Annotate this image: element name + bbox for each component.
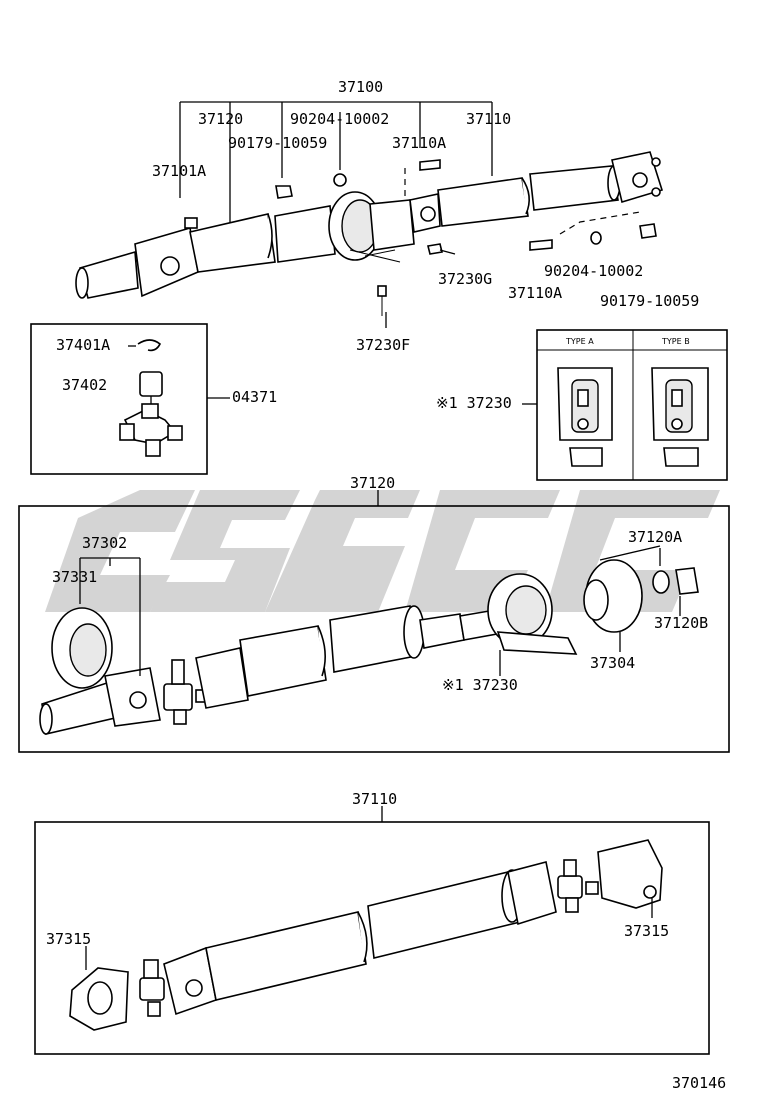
center-bearing-types-box bbox=[536, 329, 728, 481]
rear-propeller-shaft bbox=[409, 151, 664, 233]
rear-shaft-detail-box bbox=[34, 821, 710, 1055]
label-snap-ring: 37401A bbox=[56, 336, 110, 354]
label-flange-yoke-left: 37315 bbox=[46, 930, 91, 948]
front-propeller-shaft bbox=[75, 191, 415, 299]
front-shaft-exploded bbox=[39, 545, 699, 735]
label-assembly: 37100 bbox=[338, 78, 383, 96]
label-flange-washer: 37120A bbox=[628, 528, 682, 546]
label-flange-nut: 37120B bbox=[654, 614, 708, 632]
top-assembly bbox=[75, 101, 664, 328]
label-grease-fitting: 37101A bbox=[152, 162, 206, 180]
type-b-bracket bbox=[651, 367, 709, 467]
label-seal: 37331 bbox=[52, 568, 97, 586]
label-bracket-bolt: 37230F bbox=[356, 336, 410, 354]
label-type-a: TYPE A bbox=[565, 337, 594, 346]
figure-number: 370146 bbox=[672, 1074, 726, 1092]
label-type-b: TYPE B bbox=[661, 337, 690, 346]
label-nut-upper: 90179-10059 bbox=[228, 134, 327, 152]
label-center-bearing-detail: ※1 37230 bbox=[442, 676, 518, 694]
label-bolt-lower: 90204-10002 bbox=[544, 262, 643, 280]
label-nut-lower: 90179-10059 bbox=[600, 292, 699, 310]
label-bolt-upper: 90204-10002 bbox=[290, 110, 389, 128]
label-rear-shaft: 37110 bbox=[466, 110, 511, 128]
label-washer: 37230G bbox=[438, 270, 492, 288]
label-flange-yoke-right: 37315 bbox=[624, 922, 669, 940]
spider-kit-box bbox=[30, 323, 208, 475]
label-front-section-title: 37120 bbox=[350, 474, 395, 492]
label-bearing-cup: 37402 bbox=[62, 376, 107, 394]
type-a-bracket bbox=[557, 367, 613, 467]
label-bolt-rear-lower: 37110A bbox=[508, 284, 562, 302]
label-flange: 37304 bbox=[590, 654, 635, 672]
label-yoke-set: 37302 bbox=[82, 534, 127, 552]
label-bolt-rear-upper: 37110A bbox=[392, 134, 446, 152]
spider-kit-parts bbox=[119, 339, 183, 457]
front-shaft-detail-box bbox=[18, 505, 730, 753]
label-spider-kit: 04371 bbox=[232, 388, 277, 406]
rear-shaft-exploded bbox=[69, 839, 663, 1031]
label-center-bearing: ※1 37230 bbox=[436, 394, 512, 412]
label-rear-section-title: 37110 bbox=[352, 790, 397, 808]
fasteners bbox=[184, 159, 657, 316]
label-front-shaft: 37120 bbox=[198, 110, 243, 128]
